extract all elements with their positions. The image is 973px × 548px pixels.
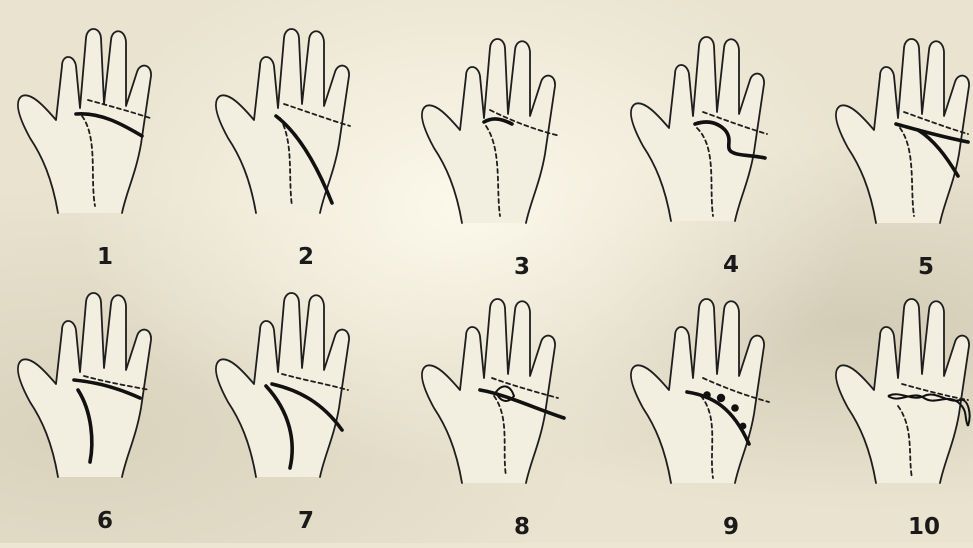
- hand-panel-7: 7: [198, 272, 392, 542]
- hand-panel-10: 10: [818, 278, 973, 548]
- head-line-dot: [717, 394, 725, 402]
- hand-drawing-5: [818, 18, 973, 258]
- hand-drawing-1: [0, 8, 194, 248]
- head-line-dot: [731, 404, 739, 412]
- panel-number-10: 10: [904, 514, 944, 540]
- hand-panel-9: 9: [613, 278, 807, 548]
- hand-panel-8: 8: [404, 278, 598, 548]
- panel-number-9: 9: [711, 514, 751, 540]
- hand-drawing-4: [613, 16, 807, 256]
- panel-number-2: 2: [286, 244, 326, 270]
- hand-drawing-9: [613, 278, 807, 518]
- panel-number-3: 3: [502, 254, 542, 280]
- hand-outline: [422, 39, 555, 223]
- panel-number-4: 4: [711, 252, 751, 278]
- head-line-dot: [703, 391, 711, 399]
- hand-drawing-7: [198, 272, 392, 512]
- hand-panel-6: 6: [0, 272, 194, 542]
- panel-number-1: 1: [85, 244, 125, 270]
- panel-number-8: 8: [502, 514, 542, 540]
- hand-outline: [18, 293, 151, 477]
- hand-panel-2: 2: [198, 8, 392, 278]
- hand-panel-4: 4: [613, 16, 807, 286]
- panel-number-6: 6: [85, 508, 125, 534]
- head-line-dot: [740, 423, 747, 430]
- hand-drawing-6: [0, 272, 194, 512]
- panel-number-7: 7: [286, 508, 326, 534]
- panel-number-5: 5: [906, 254, 946, 280]
- hand-outline: [18, 29, 151, 213]
- hand-panel-1: 1: [0, 8, 194, 278]
- hand-drawing-2: [198, 8, 392, 248]
- hand-drawing-8: [404, 278, 598, 518]
- hand-drawing-10: [818, 278, 973, 518]
- hand-panel-3: 3: [404, 18, 598, 288]
- hand-panel-5: 5: [818, 18, 973, 288]
- hand-drawing-3: [404, 18, 598, 258]
- hand-outline: [836, 299, 969, 483]
- hand-outline: [631, 299, 764, 483]
